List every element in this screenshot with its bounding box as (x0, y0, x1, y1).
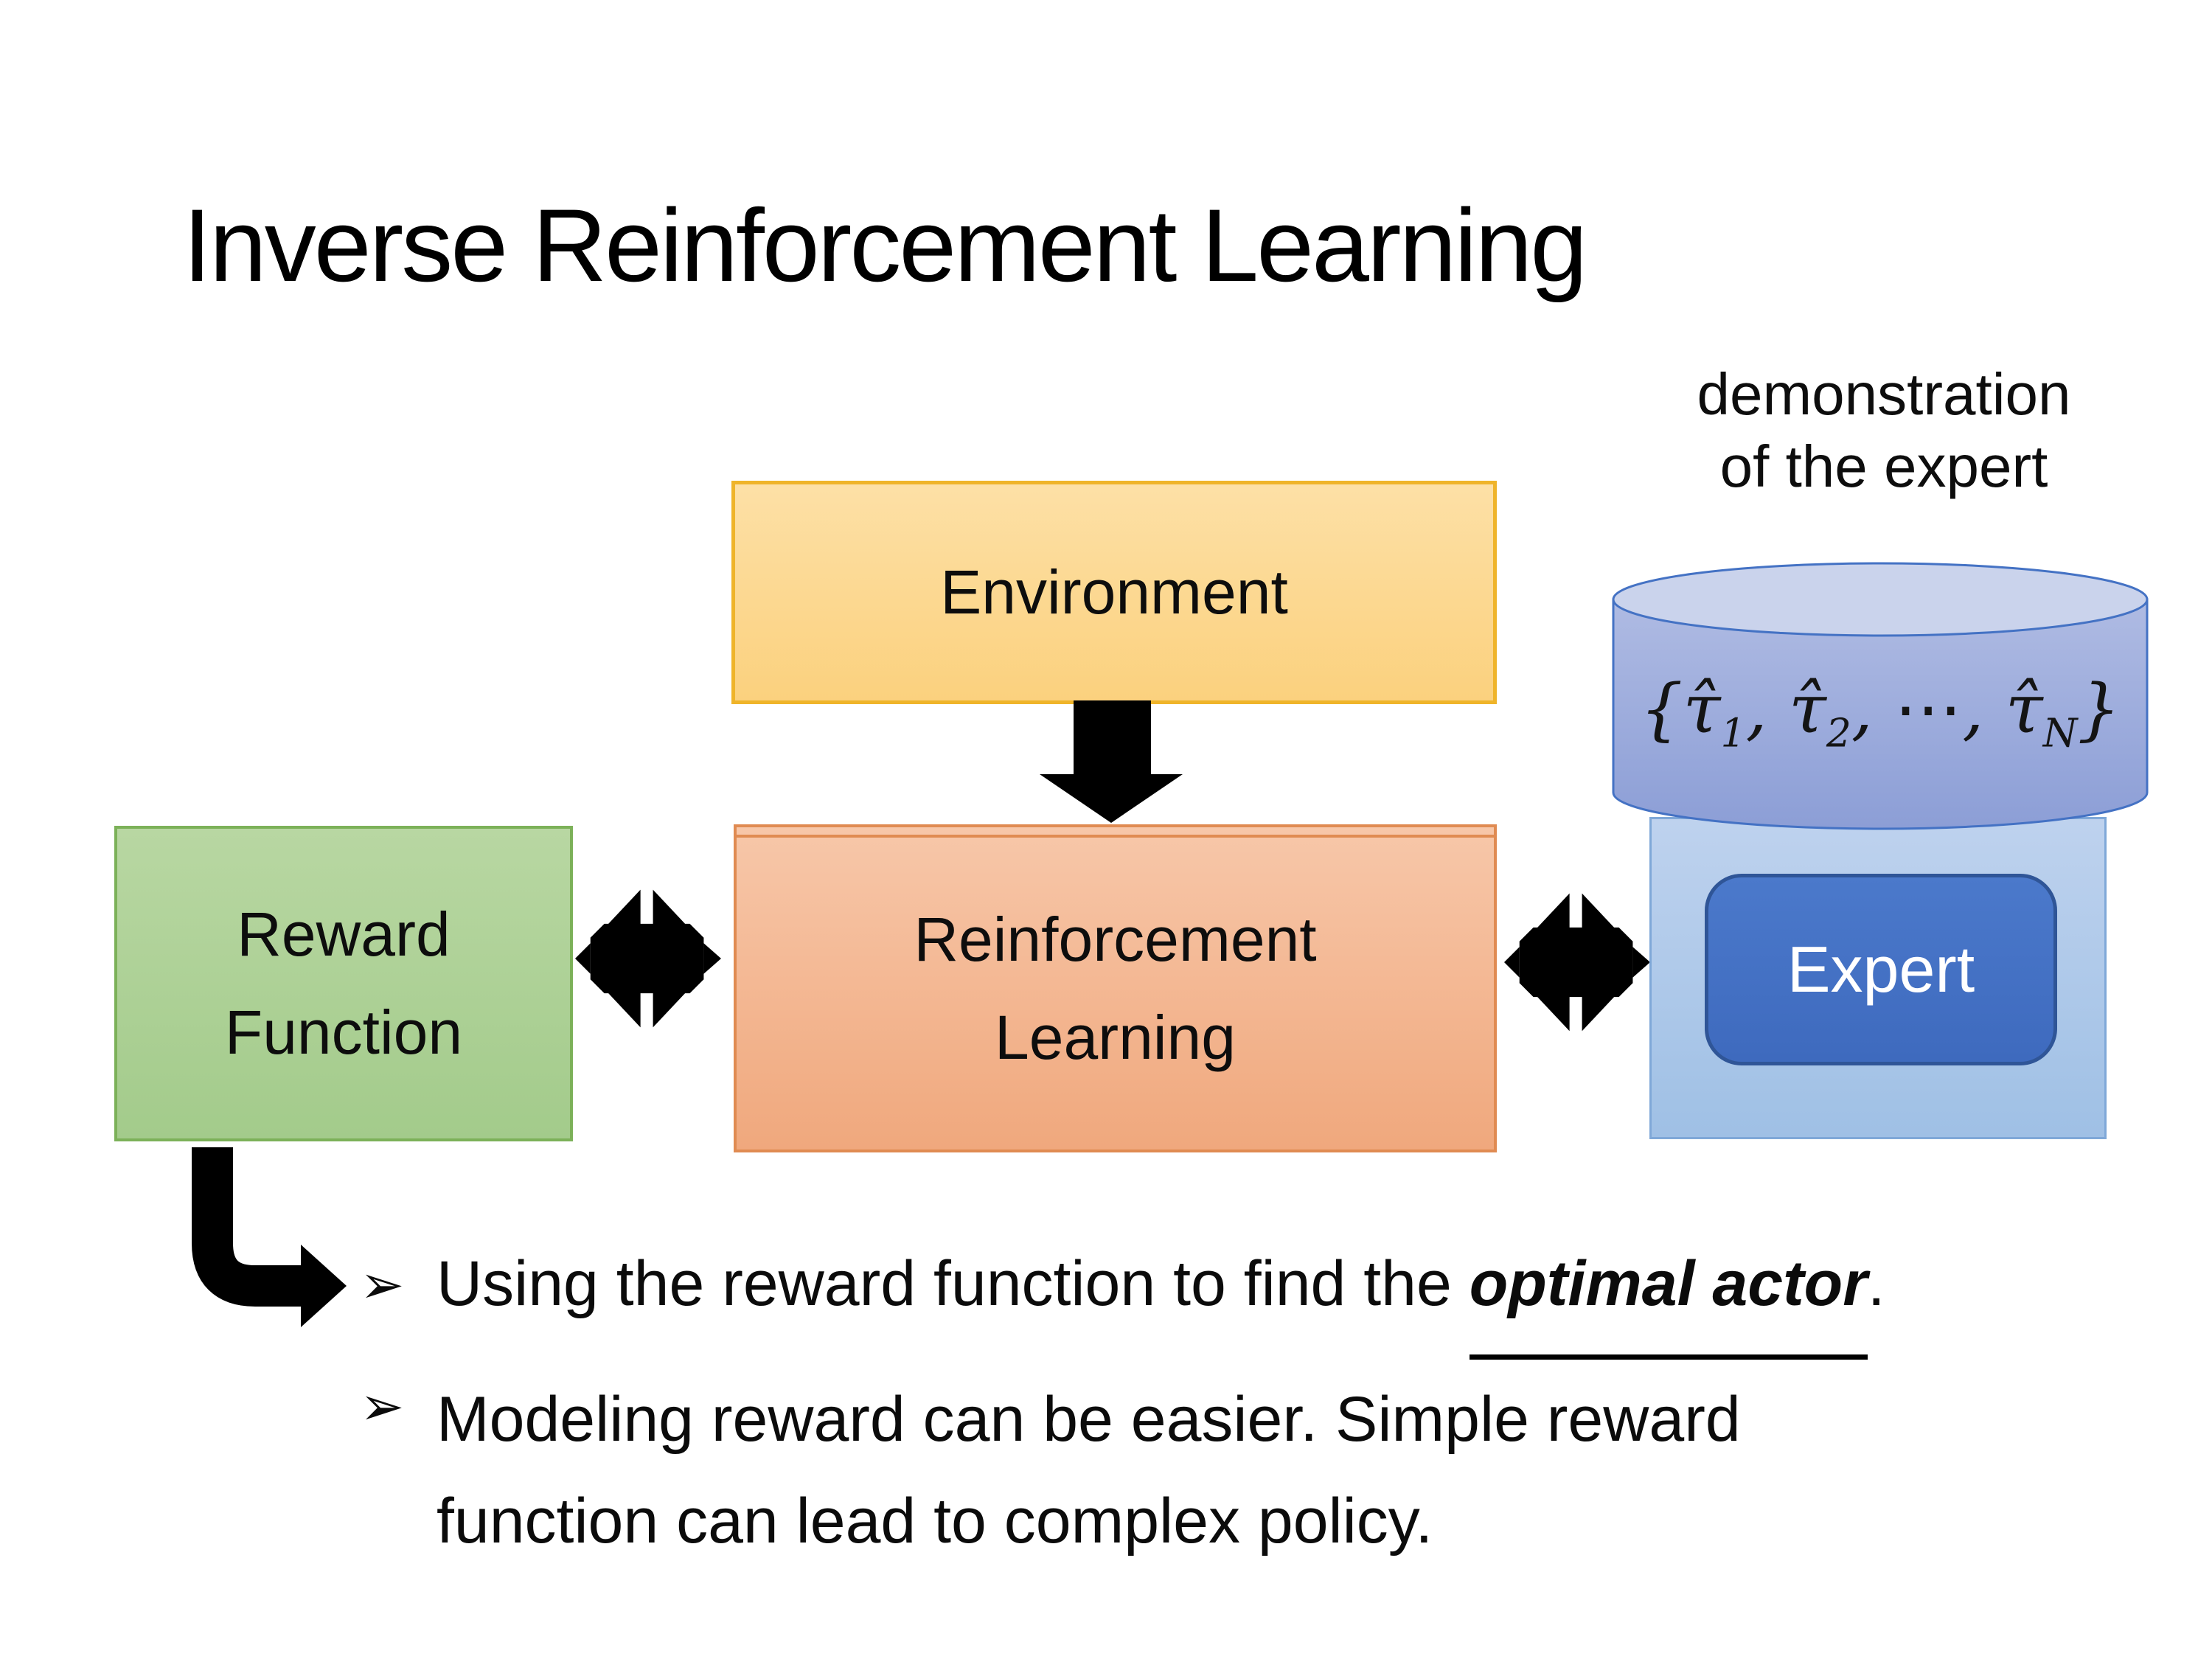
demo-caption-line2: of the expert (1719, 433, 2048, 499)
double-arrow-right-icon (1504, 893, 1650, 1032)
elbow-arrow-icon (192, 1147, 347, 1327)
environment-label: Environment (940, 557, 1288, 627)
double-arrow-left-icon (575, 889, 721, 1028)
tau-1: τ̂ (1683, 669, 1721, 748)
bullet-1-text-pre: Using the reward function to find the (437, 1248, 1470, 1319)
bullet-item-1: ➢ Using the reward function to find the … (360, 1248, 2129, 1360)
bullet-1-text-post: . (1867, 1248, 1885, 1319)
bullet-2-text: Modeling reward can be easier. Simple re… (437, 1384, 1741, 1557)
demo-caption-line1: demonstration (1697, 361, 2071, 427)
tau-1-subscript: 1 (1720, 709, 1746, 757)
reward-function-box: Reward Function (114, 826, 573, 1141)
set-comma-3: , (1962, 669, 2006, 748)
bullet-marker-icon: ➢ (360, 1256, 405, 1315)
tau-2-subscript: 2 (1826, 709, 1851, 757)
reinforcement-learning-box: Reinforcement Learning (734, 824, 1497, 1152)
environment-box: Environment (731, 481, 1497, 704)
page-title: Inverse Reinforcement Learning (183, 187, 1587, 303)
expert-label: Expert (1787, 933, 1975, 1006)
demo-caption: demonstration of the expert (1607, 358, 2160, 502)
database-cylinder-icon (1612, 562, 2149, 830)
reinforcement-learning-label-line1: Reinforcement (914, 904, 1317, 974)
set-open-brace: { (1640, 669, 1683, 748)
set-ellipsis: ⋯ (1894, 669, 1963, 748)
tau-n-subscript: N (2042, 709, 2078, 757)
demo-set-text: {τ̂1, τ̂2, ⋯, τ̂N} (1611, 669, 2149, 753)
set-comma-2: , (1851, 669, 1895, 748)
reward-function-label-line1: Reward (237, 900, 451, 970)
down-arrow-icon (1040, 700, 1183, 823)
set-close-brace: } (2077, 669, 2121, 748)
expert-box: Expert (1705, 874, 2057, 1065)
reward-function-label-line2: Function (224, 998, 463, 1067)
set-comma-1: , (1745, 669, 1789, 748)
bullet-item-2: ➢ Modeling reward can be easier. Simple … (360, 1369, 2129, 1572)
bullet-1-emphasis: optimal actor (1469, 1248, 1868, 1360)
reinforcement-learning-label-line2: Learning (995, 1002, 1236, 1072)
bullet-1-text: Using the reward function to find the op… (437, 1248, 1885, 1360)
tau-2: τ̂ (1788, 669, 1826, 748)
bullet-marker-icon: ➢ (360, 1377, 405, 1436)
tau-n: τ̂ (2005, 669, 2043, 748)
bullet-list: ➢ Using the reward function to find the … (360, 1248, 2129, 1572)
